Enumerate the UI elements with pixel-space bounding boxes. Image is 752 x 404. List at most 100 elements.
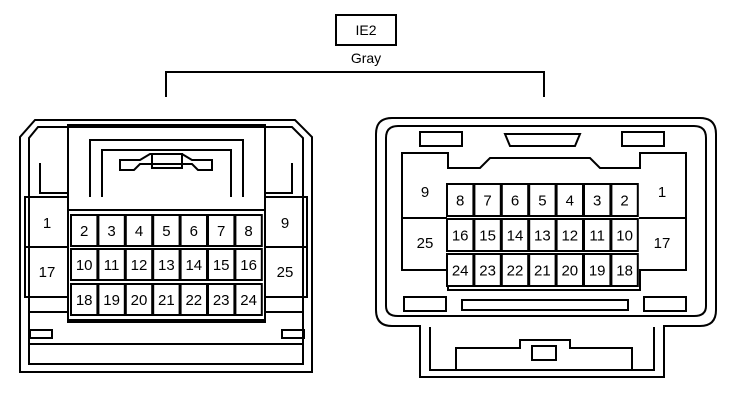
right-pin-18-cell	[610, 253, 639, 287]
right-pin-7-cell	[473, 183, 502, 217]
connector-color-label: Gray	[351, 50, 381, 66]
right-housing-outline	[375, 117, 717, 378]
view-bracket	[165, 71, 545, 97]
left-pin-16-cell	[234, 248, 263, 281]
right-connector-housing	[375, 117, 717, 378]
right-pin-18: 18	[616, 263, 633, 280]
left-pin-12: 12	[131, 257, 148, 274]
right-pin-4-cell	[555, 183, 584, 217]
left-pin-20-cell	[124, 283, 154, 316]
right-lock-outer	[429, 327, 655, 371]
left-latch-tab	[101, 149, 232, 197]
right-pin-16-cell	[446, 218, 475, 252]
right-top-center-tab	[503, 133, 582, 147]
left-pin-22: 22	[185, 292, 202, 309]
right-pin-22: 22	[507, 263, 524, 280]
left-pin-4: 4	[135, 223, 143, 240]
left-latch-inner	[89, 139, 244, 197]
left-pin-18: 18	[76, 292, 93, 309]
right-pin-10-cell	[610, 218, 639, 252]
right-pin-20-cell	[555, 253, 584, 287]
left-pin-17: 17	[39, 264, 56, 281]
left-pin-8-cell	[234, 214, 263, 247]
left-pin-23-cell	[207, 283, 236, 316]
left-pin-21-cell	[152, 283, 181, 316]
left-pin-10: 10	[76, 257, 93, 274]
left-rib-right	[265, 163, 293, 194]
left-pin-13: 13	[158, 257, 175, 274]
left-pin-7: 7	[217, 223, 225, 240]
connector-header: IE2 Gray	[165, 14, 545, 97]
left-pin-24-cell	[234, 283, 263, 316]
right-lock-nub	[531, 345, 557, 361]
right-pin-13: 13	[534, 228, 551, 245]
connector-code-box	[335, 14, 397, 46]
left-bottom-ledge	[28, 311, 304, 323]
left-pin-14: 14	[185, 257, 202, 274]
right-pin-17: 17	[654, 235, 671, 252]
left-pin-11-cell	[97, 248, 126, 281]
right-pin-16: 16	[452, 228, 469, 245]
left-rib-left	[39, 163, 68, 194]
left-latch-nub	[151, 153, 183, 169]
right-pin-15-cell	[473, 218, 502, 252]
left-pin-13-cell	[152, 248, 181, 281]
right-pin-2: 2	[620, 193, 628, 210]
right-bottom-tab-right	[643, 296, 687, 312]
left-pin-24: 24	[240, 292, 257, 309]
left-pin-25: 25	[277, 264, 294, 281]
left-pin-5: 5	[162, 223, 170, 240]
left-pin-6-cell	[179, 214, 209, 247]
right-pin-6-cell	[500, 183, 530, 217]
right-pin-5: 5	[538, 193, 546, 210]
right-pin-19: 19	[589, 263, 606, 280]
right-pin-22-cell	[500, 253, 530, 287]
left-pin-11: 11	[104, 257, 120, 274]
right-pin-10: 10	[616, 228, 633, 245]
right-pin-1: 1	[658, 184, 666, 201]
right-pin-3: 3	[593, 193, 601, 210]
left-pin-5-cell	[152, 214, 181, 247]
right-pin-12: 12	[561, 228, 578, 245]
left-bottom-slot-left	[29, 329, 53, 339]
left-pin-20: 20	[131, 292, 148, 309]
left-pin-4-cell	[124, 214, 154, 247]
right-bottom-bar	[461, 299, 629, 311]
left-pin-3: 3	[107, 223, 115, 240]
right-pin-24: 24	[452, 263, 469, 280]
right-pin-23-cell	[473, 253, 502, 287]
right-pin-11: 11	[589, 228, 605, 245]
right-top-slot-right	[621, 131, 665, 147]
left-pin-1: 1	[43, 215, 51, 232]
right-pin-25: 25	[417, 235, 434, 252]
right-pin-14-cell	[500, 218, 530, 252]
right-pin-6: 6	[511, 193, 519, 210]
right-pin-21-cell	[528, 253, 557, 287]
right-pin-23: 23	[479, 263, 496, 280]
left-connector-housing	[19, 119, 313, 373]
left-pin-2-cell	[70, 214, 99, 247]
right-pin-8: 8	[456, 193, 464, 210]
left-pin-6: 6	[190, 223, 198, 240]
left-pin-8: 8	[244, 223, 252, 240]
right-pin-9: 9	[421, 184, 429, 201]
left-pin-18-cell	[70, 283, 99, 316]
right-bottom-tab-left	[403, 296, 447, 312]
right-pin-15: 15	[479, 228, 496, 245]
left-pin-15-cell	[207, 248, 236, 281]
left-housing-outline	[19, 119, 313, 373]
right-pin-4: 4	[566, 193, 574, 210]
right-lock-inner	[455, 339, 633, 370]
right-pin-12-cell	[555, 218, 584, 252]
right-pin-20: 20	[561, 263, 578, 280]
left-pin-19-cell	[97, 283, 126, 316]
left-pin-21: 21	[158, 292, 175, 309]
left-pin-16: 16	[240, 257, 257, 274]
right-pin-7: 7	[483, 193, 491, 210]
left-pin-14-cell	[179, 248, 209, 281]
right-top-slot-left	[419, 131, 463, 147]
